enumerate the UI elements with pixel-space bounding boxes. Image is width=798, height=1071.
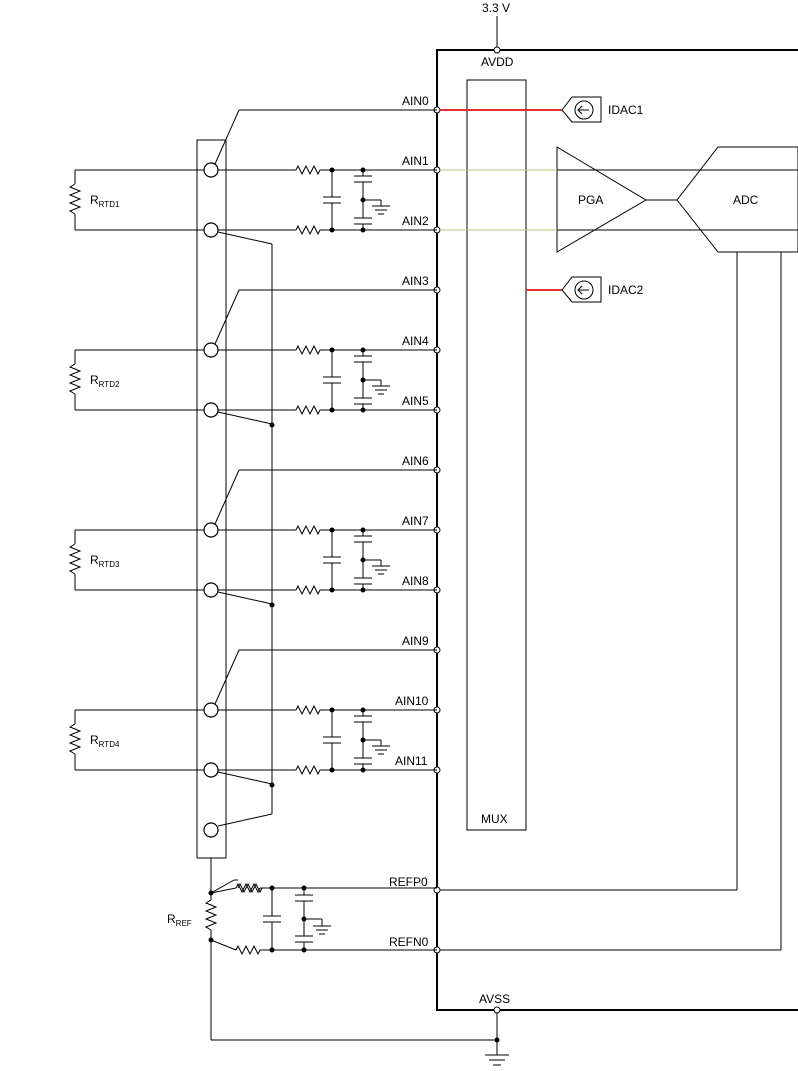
pin-label-ain1: AIN1 [402, 154, 429, 168]
connector-terminal [203, 822, 219, 838]
ground-icon [485, 1054, 509, 1066]
pin-label-ain0: AIN0 [402, 94, 429, 108]
connector-terminal [203, 402, 219, 418]
pin-label-ain2: AIN2 [402, 214, 429, 228]
rtd-label-4: RRTD4 [90, 733, 120, 749]
connector-terminal [203, 222, 219, 238]
connector-terminal [203, 762, 219, 778]
pin-label-ain8: AIN8 [402, 574, 429, 588]
connector-terminal [203, 522, 219, 538]
pin-label-ain7: AIN7 [402, 514, 429, 528]
idac1-label: IDAC1 [608, 103, 644, 117]
avss-label: AVSS [479, 992, 510, 1006]
pin-label-ain3: AIN3 [402, 274, 429, 288]
idac2-label: IDAC2 [608, 283, 644, 297]
pga-block [556, 146, 647, 253]
pin-label-ain10: AIN10 [395, 694, 429, 708]
rtd-label-2: RRTD2 [90, 373, 120, 389]
rref-label: RREF [167, 912, 192, 928]
adc-block [676, 146, 798, 253]
connector-terminal [203, 162, 219, 178]
connector-terminal [203, 702, 219, 718]
pin-label-ain5: AIN5 [402, 394, 429, 408]
pin-label-ain9: AIN9 [402, 634, 429, 648]
idac1-source [561, 96, 602, 123]
supply-voltage-label: 3.3 V [482, 1, 510, 15]
rtd-label-1: RRTD1 [90, 193, 120, 209]
connector-terminal [203, 582, 219, 598]
connector-terminal [203, 342, 219, 358]
pin-label-ain4: AIN4 [402, 334, 429, 348]
idac2-source [561, 276, 602, 303]
avdd-label: AVDD [481, 55, 514, 69]
refp0-label: REFP0 [389, 875, 428, 889]
pin-label-ain11: AIN11 [395, 754, 428, 768]
rtd-label-3: RRTD3 [90, 553, 120, 569]
mux-block [466, 79, 527, 831]
refn0-label: REFN0 [389, 935, 429, 949]
sensor-connector [196, 139, 227, 859]
pin-label-ain6: AIN6 [402, 454, 429, 468]
pga-label: PGA [578, 193, 603, 207]
mux-label: MUX [481, 812, 508, 826]
adc-label: ADC [733, 193, 759, 207]
reference-resistor [204, 858, 218, 1040]
